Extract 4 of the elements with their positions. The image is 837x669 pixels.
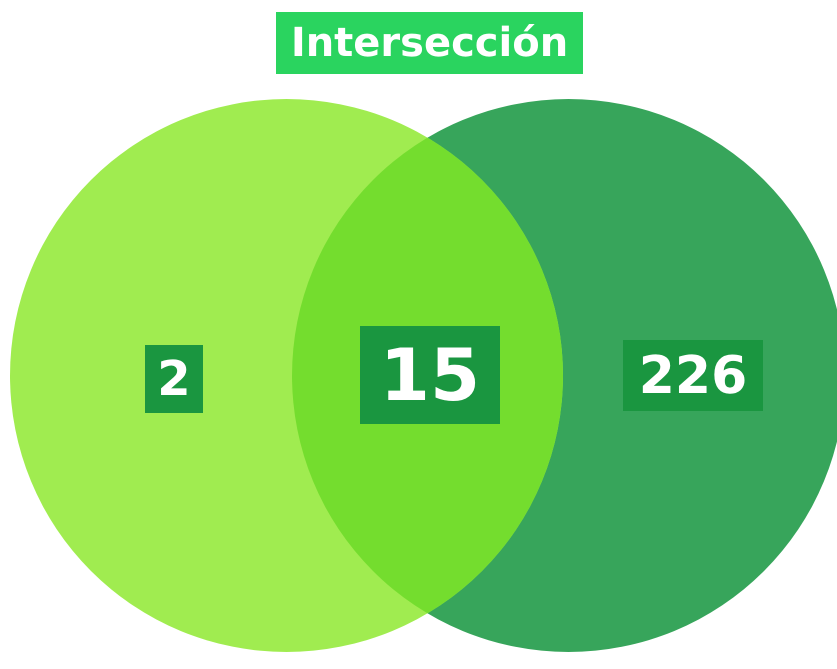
title: Intersección	[276, 12, 583, 74]
count-label: 15	[360, 326, 500, 424]
count-label: 226	[623, 340, 763, 411]
count-label: 2	[145, 345, 203, 413]
